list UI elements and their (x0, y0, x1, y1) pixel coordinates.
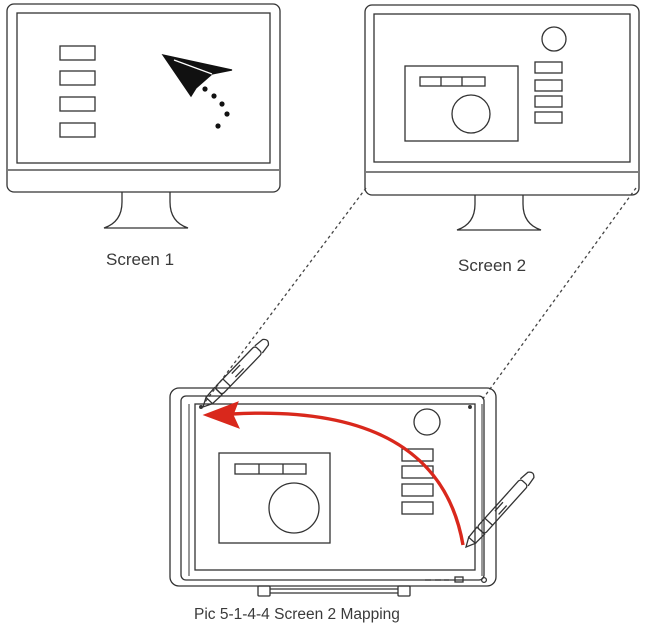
stylus-pen-icon (465, 471, 535, 549)
monitor-1-stand (103, 192, 189, 229)
mapping-arrow-head (202, 401, 240, 429)
tablet-controls (425, 576, 488, 584)
window-toolbar (419, 76, 486, 87)
screen-1-label: Screen 1 (106, 250, 175, 269)
button-widget (59, 45, 96, 61)
button-widget (534, 95, 563, 108)
cursor-arrow-icon (161, 54, 233, 98)
pen-display-tablet (169, 387, 497, 597)
monitor-2-stand (456, 195, 542, 231)
cursor-arrow-fold (173, 59, 213, 75)
stylus-pen-icon (201, 338, 270, 409)
projection-line-right (481, 187, 637, 401)
circle-widget (413, 408, 441, 436)
cursor-trail (202, 86, 230, 129)
monitor-2-window (404, 65, 519, 142)
mapping-arrow-icon (202, 401, 465, 546)
tablet-button (454, 576, 464, 583)
window-toolbar (234, 463, 307, 475)
tablet-display (194, 403, 476, 571)
monitor-screen-2 (364, 4, 640, 231)
button-widget (401, 465, 434, 479)
window-circle (268, 482, 320, 534)
button-widget (401, 483, 434, 497)
circle-widget (541, 26, 567, 52)
monitor-2-display (373, 13, 631, 163)
button-widget (59, 96, 96, 112)
monitor-1-bezel (6, 3, 281, 193)
window-frame (404, 65, 519, 142)
mapping-arrow-curve (231, 411, 465, 546)
tablet-window (218, 452, 331, 544)
tablet-button-list (401, 448, 434, 515)
button-widget (401, 501, 434, 515)
monitor-1-button-list (59, 45, 96, 138)
tablet-inner-bezel (180, 395, 485, 581)
projection-line-left (204, 187, 367, 403)
tablet-body (169, 387, 497, 587)
button-widget (59, 70, 96, 86)
window-frame (218, 452, 331, 544)
monitor-1-display (16, 12, 271, 164)
button-widget (534, 79, 563, 92)
window-circle (451, 94, 491, 134)
monitor-2-bezel (364, 4, 640, 196)
projection-lines (204, 187, 637, 403)
button-widget (401, 448, 434, 462)
figure-caption: Pic 5-1-4-4 Screen 2 Mapping (194, 606, 400, 623)
button-widget (59, 122, 96, 138)
button-widget (534, 61, 563, 74)
button-widget (534, 111, 563, 124)
screen-2-label: Screen 2 (458, 256, 527, 275)
power-button-icon (480, 576, 488, 584)
monitor-screen-1 (6, 3, 281, 229)
tablet-stand (257, 585, 411, 597)
monitor-2-button-list (534, 61, 563, 124)
